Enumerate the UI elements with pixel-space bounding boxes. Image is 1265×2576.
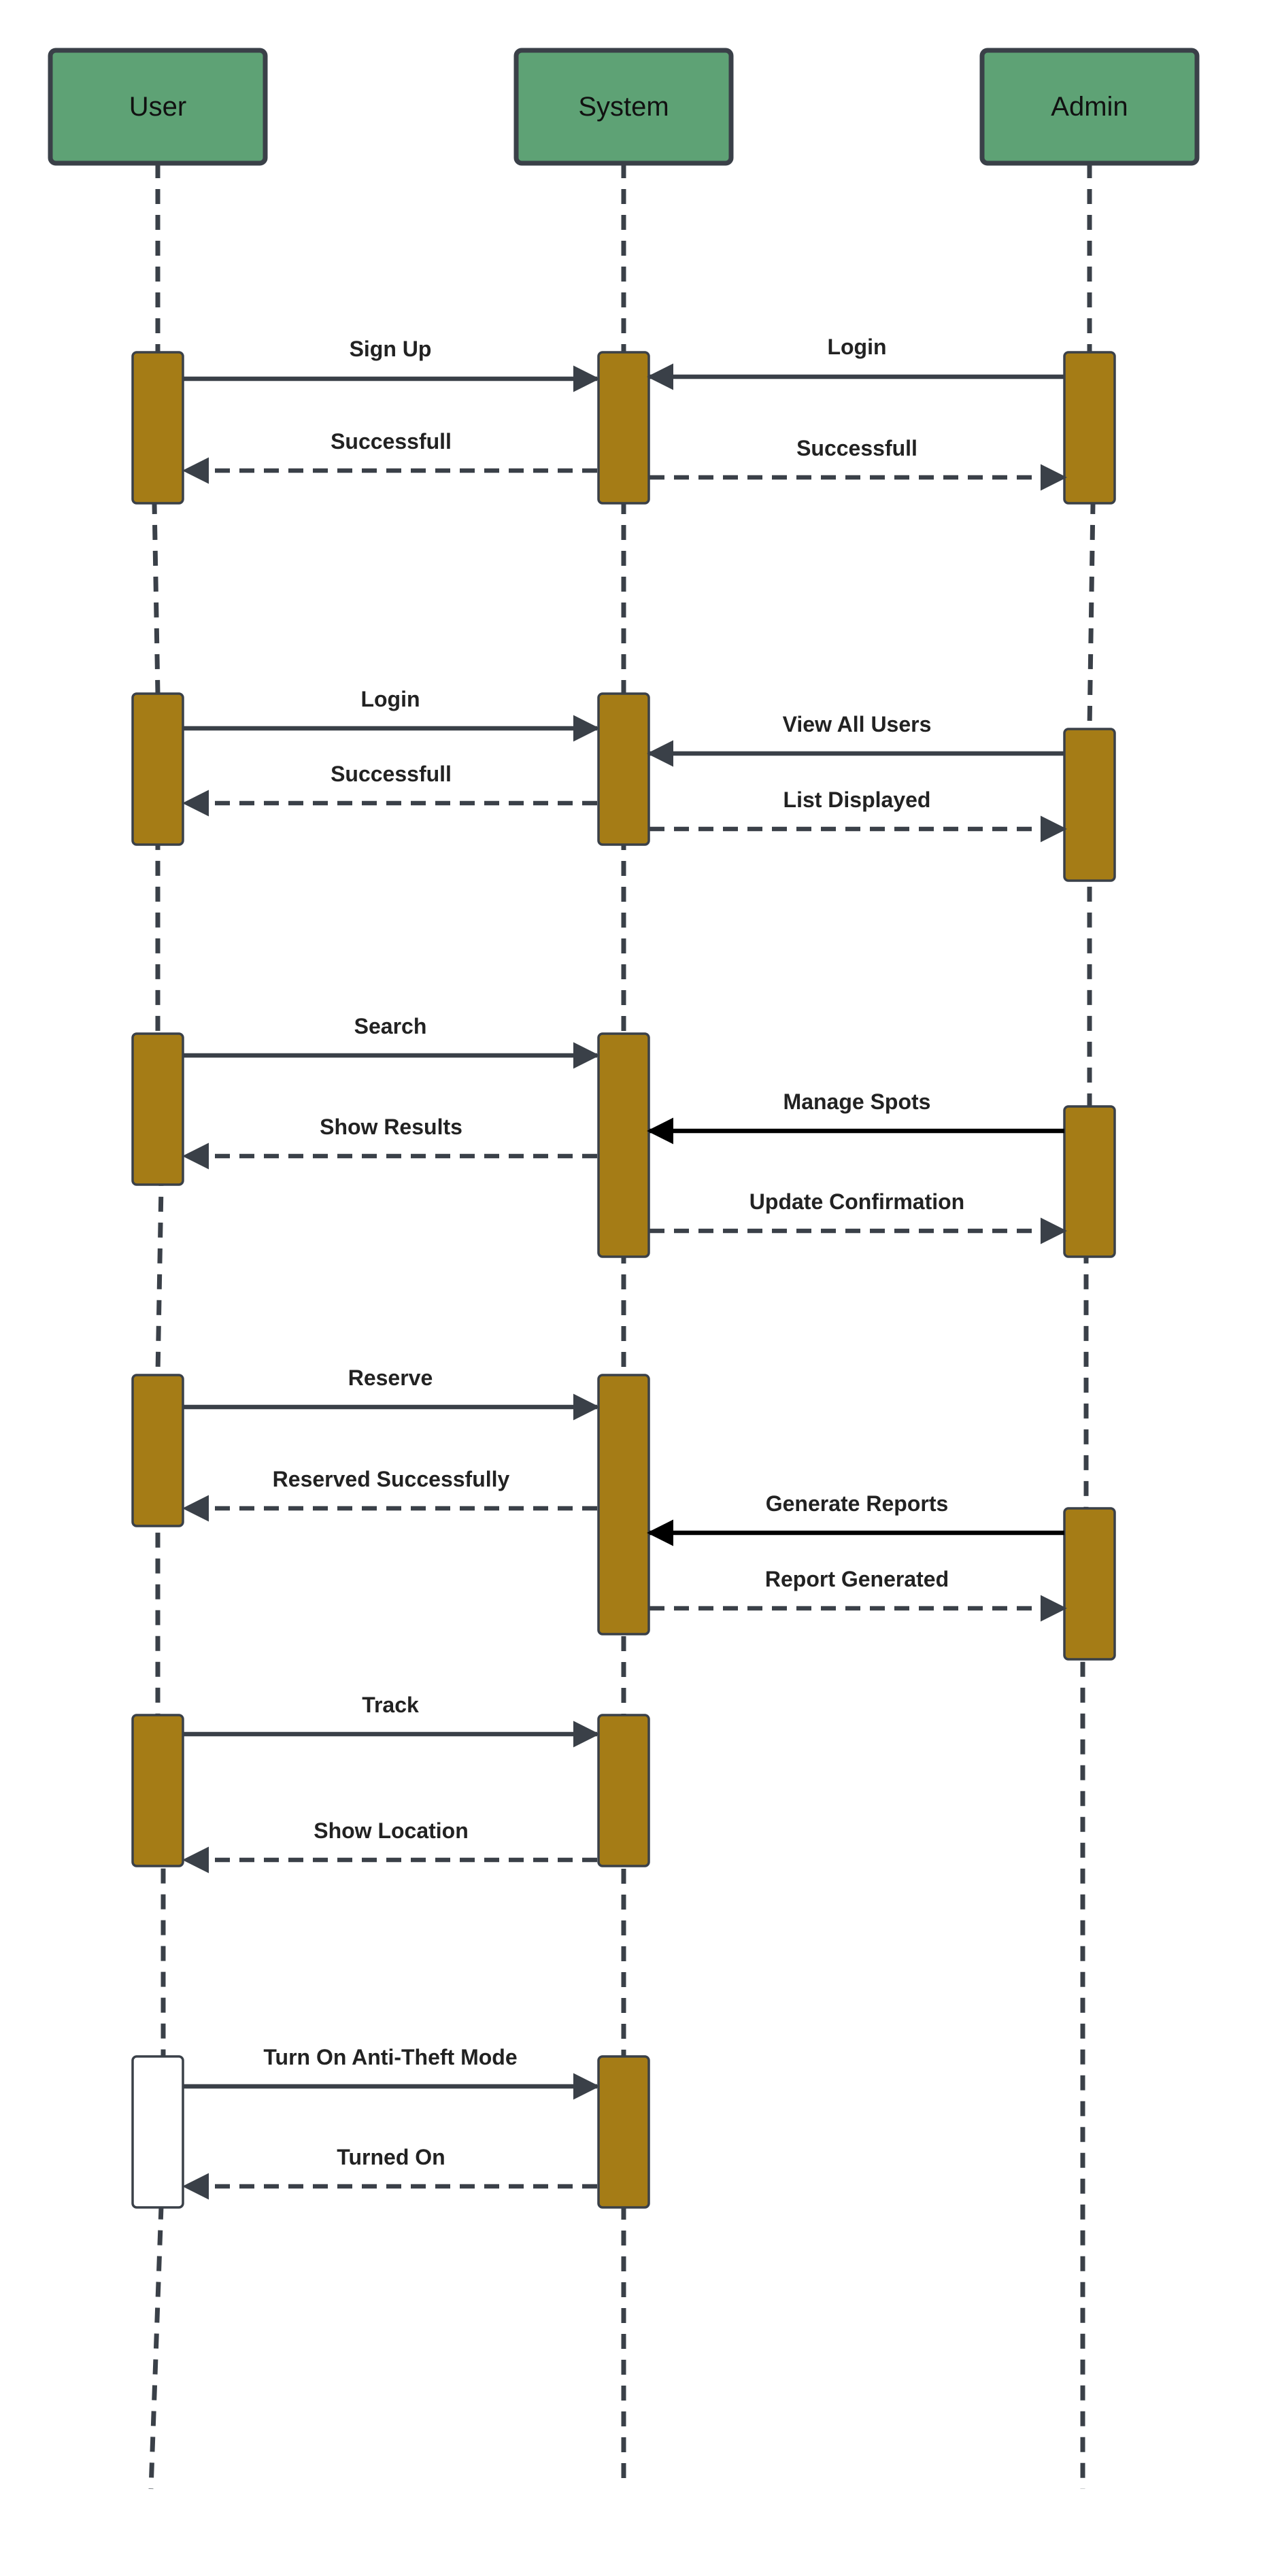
message-label: Show Location bbox=[314, 1818, 469, 1843]
message-label: Login bbox=[827, 335, 886, 359]
message-system-to-admin: Report Generated bbox=[650, 1567, 1067, 1622]
message-label: Update Confirmation bbox=[749, 1189, 964, 1214]
message-system-to-user: Turned On bbox=[182, 2145, 597, 2200]
activation-bars bbox=[131, 351, 1116, 2209]
message-system-to-user: Reserved Successfully bbox=[182, 1467, 597, 1522]
message-label: Search bbox=[354, 1014, 427, 1038]
activation-bar bbox=[597, 1032, 650, 1258]
message-system-to-user: Show Location bbox=[182, 1818, 597, 1874]
actors: User System Admin bbox=[48, 48, 1200, 166]
message-label: Login bbox=[360, 687, 420, 711]
message-admin-to-system: View All Users bbox=[647, 712, 1064, 767]
actor-label: Admin bbox=[1051, 92, 1128, 122]
message-label: Sign Up bbox=[350, 337, 432, 361]
messages: Sign UpSuccessfullLoginSuccessfullLoginS… bbox=[182, 335, 1067, 2200]
message-system-to-user: Successfull bbox=[182, 762, 597, 817]
actor-label: System bbox=[578, 92, 669, 122]
activation-bar bbox=[1063, 1507, 1116, 1661]
activation-bar bbox=[597, 2055, 650, 2209]
message-label: Track bbox=[362, 1693, 419, 1717]
activation-bar bbox=[131, 1714, 184, 1867]
actor-user: User bbox=[48, 48, 268, 166]
message-label: List Displayed bbox=[783, 787, 931, 812]
message-user-to-system: Track bbox=[184, 1693, 600, 1748]
activation-bar bbox=[131, 351, 184, 505]
message-admin-to-system: Generate Reports bbox=[647, 1491, 1064, 1546]
actor-box bbox=[48, 48, 268, 166]
message-label: Show Results bbox=[320, 1115, 462, 1139]
message-label: Successfull bbox=[796, 436, 917, 460]
message-admin-to-system: Login bbox=[647, 335, 1064, 390]
message-user-to-system: Sign Up bbox=[184, 337, 600, 392]
activation-bar bbox=[597, 1374, 650, 1636]
message-label: Generate Reports bbox=[766, 1491, 949, 1516]
message-label: Successfull bbox=[331, 429, 452, 454]
activation-bar bbox=[1063, 351, 1116, 505]
activation-bar bbox=[131, 1374, 184, 1527]
message-system-to-user: Show Results bbox=[182, 1115, 597, 1170]
actor-admin: Admin bbox=[979, 48, 1200, 166]
lifeline-admin bbox=[1080, 163, 1096, 2489]
message-label: Manage Spots bbox=[783, 1089, 931, 1114]
activation-bar bbox=[1063, 1105, 1116, 1258]
actor-label: User bbox=[129, 92, 186, 122]
activation-bar bbox=[131, 1032, 184, 1186]
actor-box bbox=[979, 48, 1200, 166]
activation-bar bbox=[597, 1714, 650, 1867]
activation-bar bbox=[131, 2055, 184, 2209]
message-label: View All Users bbox=[783, 712, 932, 736]
message-admin-to-system: Manage Spots bbox=[647, 1089, 1064, 1145]
message-system-to-admin: Successfull bbox=[650, 436, 1067, 491]
message-user-to-system: Reserve bbox=[184, 1366, 600, 1421]
message-label: Reserved Successfully bbox=[273, 1467, 510, 1491]
message-system-to-admin: List Displayed bbox=[650, 787, 1067, 843]
message-system-to-user: Successfull bbox=[182, 429, 597, 484]
actor-box bbox=[513, 48, 734, 166]
message-user-to-system: Search bbox=[184, 1014, 600, 1069]
activation-bar bbox=[597, 351, 650, 505]
activation-bar bbox=[597, 692, 650, 846]
message-label: Successfull bbox=[331, 762, 452, 786]
message-user-to-system: Login bbox=[184, 687, 600, 742]
message-label: Reserve bbox=[348, 1366, 433, 1390]
message-user-to-system: Turn On Anti-Theft Mode bbox=[184, 2045, 600, 2100]
message-label: Turned On bbox=[337, 2145, 445, 2169]
message-label: Turn On Anti-Theft Mode bbox=[263, 2045, 517, 2069]
message-label: Report Generated bbox=[765, 1567, 949, 1591]
activation-bar bbox=[131, 692, 184, 846]
activation-bar bbox=[1063, 728, 1116, 882]
lifeline-user bbox=[148, 163, 166, 2490]
actor-system: System bbox=[513, 48, 734, 166]
message-system-to-admin: Update Confirmation bbox=[650, 1189, 1067, 1244]
